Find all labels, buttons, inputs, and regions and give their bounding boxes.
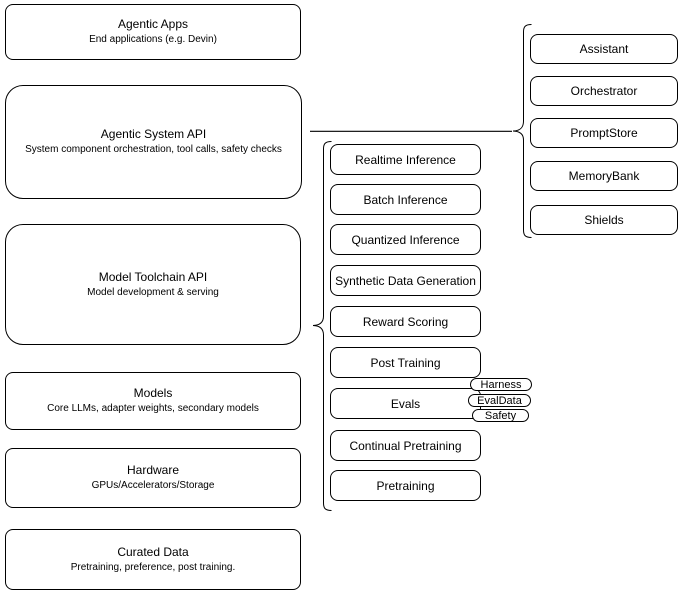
right-curly-brace xyxy=(512,24,532,238)
toolchain-item-label: Realtime Inference xyxy=(355,152,456,167)
node-subtitle: System component orchestration, tool cal… xyxy=(25,144,282,155)
node-subtitle: GPUs/Accelerators/Storage xyxy=(91,480,215,491)
node-hardware: Hardware GPUs/Accelerators/Storage xyxy=(5,448,301,508)
toolchain-item-pretraining: Pretraining xyxy=(330,470,481,501)
node-subtitle: End applications (e.g. Devin) xyxy=(89,34,217,45)
toolchain-item-continual-pretraining: Continual Pretraining xyxy=(330,430,481,461)
eval-tag-label: Safety xyxy=(484,409,517,422)
component-label: Orchestrator xyxy=(570,84,638,98)
component-label: Assistant xyxy=(579,42,629,56)
component-promptstore: PromptStore xyxy=(530,118,678,148)
component-shields: Shields xyxy=(530,205,678,235)
node-title: Agentic Apps xyxy=(117,17,189,31)
middle-curly-brace xyxy=(312,141,332,511)
toolchain-item-evals: Evals xyxy=(330,388,481,419)
component-label: Shields xyxy=(584,213,624,227)
toolchain-item-label: Quantized Inference xyxy=(351,232,460,247)
node-models: Models Core LLMs, adapter weights, secon… xyxy=(5,372,301,430)
eval-tag-harness: Harness xyxy=(470,378,532,391)
node-title: Curated Data xyxy=(117,544,189,559)
component-memorybank: MemoryBank xyxy=(530,161,678,191)
toolchain-item-label: Post Training xyxy=(370,355,441,370)
node-title: Model Toolchain API xyxy=(98,269,208,284)
node-title: Agentic System API xyxy=(100,127,207,141)
eval-tag-label: EvalData xyxy=(477,394,522,407)
eval-tag-label: Harness xyxy=(480,378,522,391)
toolchain-item-realtime-inference: Realtime Inference xyxy=(330,144,481,175)
toolchain-item-label: Pretraining xyxy=(376,478,435,493)
node-curated-data: Curated Data Pretraining, preference, po… xyxy=(5,529,301,590)
node-subtitle: Core LLMs, adapter weights, secondary mo… xyxy=(47,403,259,414)
node-agentic-system-api: Agentic System API System component orch… xyxy=(5,85,302,199)
node-subtitle: Pretraining, preference, post training. xyxy=(70,561,236,573)
node-model-toolchain-api: Model Toolchain API Model development & … xyxy=(5,224,301,345)
node-title: Models xyxy=(133,386,173,400)
toolchain-item-batch-inference: Batch Inference xyxy=(330,184,481,215)
toolchain-item-label: Evals xyxy=(390,396,421,411)
toolchain-item-label: Reward Scoring xyxy=(362,314,449,329)
component-label: PromptStore xyxy=(570,126,638,140)
toolchain-item-reward-scoring: Reward Scoring xyxy=(330,306,481,337)
eval-tag-evaldata: EvalData xyxy=(468,394,531,407)
eval-tag-safety: Safety xyxy=(472,409,529,422)
node-subtitle: Model development & serving xyxy=(87,286,219,298)
node-title: Hardware xyxy=(126,463,180,477)
toolchain-item-label: Synthetic Data Generation xyxy=(335,273,476,288)
toolchain-item-label: Batch Inference xyxy=(363,192,448,207)
component-assistant: Assistant xyxy=(530,34,678,64)
node-agentic-apps: Agentic Apps End applications (e.g. Devi… xyxy=(5,4,301,60)
toolchain-item-label: Continual Pretraining xyxy=(349,438,462,453)
toolchain-item-synthetic-data-generation: Synthetic Data Generation xyxy=(330,265,481,296)
toolchain-item-post-training: Post Training xyxy=(330,347,481,378)
component-orchestrator: Orchestrator xyxy=(530,76,678,106)
toolchain-item-quantized-inference: Quantized Inference xyxy=(330,224,481,255)
component-label: MemoryBank xyxy=(568,169,640,183)
